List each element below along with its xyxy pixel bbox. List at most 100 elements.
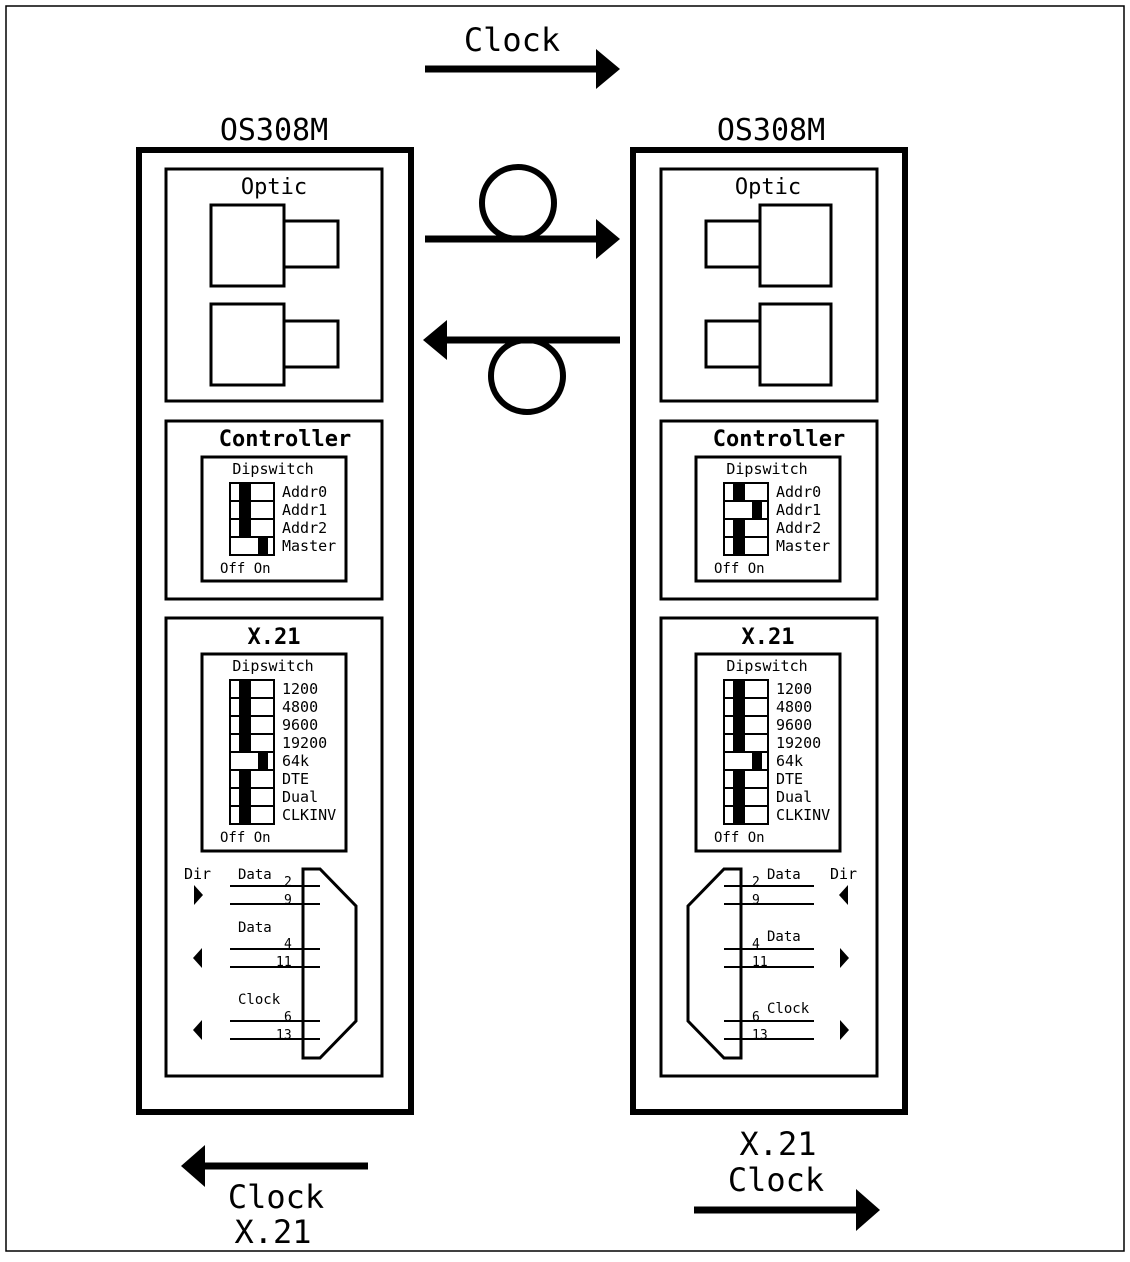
- dipswitch-label: Addr2: [282, 519, 327, 537]
- dipswitch-knob-off: [239, 788, 251, 806]
- controller-dip-title: Dipswitch: [726, 460, 807, 478]
- dipswitch-label: 9600: [282, 716, 318, 734]
- bottom-left-arrow-head: [181, 1145, 205, 1187]
- dipswitch-knob-off: [239, 519, 251, 537]
- dipswitch-label: 4800: [282, 698, 318, 716]
- optic-title: Optic: [735, 175, 801, 200]
- dipswitch-row: Master: [229, 536, 336, 556]
- dir-right-icon: [840, 1020, 849, 1040]
- unit-chassis: [136, 147, 414, 1115]
- dipswitch-label: 19200: [776, 734, 821, 752]
- dipswitch-knob-off: [239, 501, 251, 519]
- fiber-arrow-left-head: [423, 320, 447, 360]
- dipswitch-knob-off: [733, 716, 745, 734]
- dipswitch-knob-on: [752, 752, 762, 770]
- dipswitch-row: 19200: [229, 733, 327, 753]
- unit-chassis: [630, 147, 908, 1115]
- signal-name: Data: [238, 867, 272, 883]
- dir-right-icon: [840, 948, 849, 968]
- controller-dipswitch-box: [200, 455, 348, 583]
- pin-number: 2: [752, 875, 760, 890]
- bottom-left-label-2: X.21: [234, 1213, 311, 1251]
- top-clock-arrow-head: [596, 49, 620, 89]
- top-clock-label: Clock: [464, 21, 560, 59]
- controller-dip-title: Dipswitch: [232, 460, 313, 478]
- pin-number: 13: [752, 1028, 768, 1043]
- x21-dipswitch-box: [200, 652, 348, 853]
- dipswitch-label: Master: [776, 537, 830, 555]
- dipswitch-row: 64k: [723, 751, 803, 771]
- dipswitch-row: Master: [723, 536, 830, 556]
- optic-connector-icon: [704, 302, 833, 387]
- dipswitch-row: 64k: [229, 751, 309, 771]
- dipswitch-label: Addr1: [282, 501, 327, 519]
- signal-data-1: Data 2 9: [194, 867, 320, 908]
- dipswitch-knob-off: [733, 770, 745, 788]
- dipswitch-row: 19200: [723, 733, 821, 753]
- bottom-right-label-2: Clock: [728, 1161, 824, 1199]
- dipswitch-knob-off: [733, 698, 745, 716]
- signal-data-2: Data 4 11: [724, 929, 849, 970]
- pin-number: 4: [752, 937, 760, 952]
- pin-number: 9: [284, 893, 292, 908]
- pin-number: 9: [752, 893, 760, 908]
- dipswitch-label: 1200: [282, 680, 318, 698]
- x21-title: X.21: [742, 625, 795, 650]
- controller-title: Controller: [219, 427, 351, 452]
- controller-dipswitch-box: [694, 455, 842, 583]
- controller-title: Controller: [713, 427, 845, 452]
- dipswitch-row: Addr2: [229, 518, 327, 538]
- dipswitch-knob-off: [733, 483, 745, 501]
- x21-connector-shape: [301, 867, 358, 1060]
- dipswitch-knob-off: [239, 716, 251, 734]
- dipswitch-row: Addr1: [229, 500, 327, 520]
- dipswitch-row: DTE: [229, 769, 309, 789]
- dipswitch-knob-off: [733, 680, 745, 698]
- dipswitch-label: 9600: [776, 716, 812, 734]
- controller-module: [164, 419, 384, 601]
- dipswitch-row: Dual: [229, 787, 318, 807]
- fiber-link-backward: [423, 320, 620, 415]
- dir-label: Dir: [830, 865, 857, 883]
- x21-dipswitch-box: [694, 652, 842, 853]
- optic-connector-icon: [704, 203, 833, 288]
- dir-left-icon: [193, 948, 202, 968]
- fiber-loop-icon: [479, 164, 557, 242]
- optic-module: [164, 167, 384, 403]
- dipswitch-label: Addr0: [282, 483, 327, 501]
- left-unit: OS308M Optic Controller Dipswitch Addr0A…: [136, 113, 414, 1115]
- dipswitch-knob-off: [239, 806, 251, 824]
- unit-model-label: OS308M: [717, 113, 825, 148]
- dipswitch-knob-off: [239, 698, 251, 716]
- pin-number: 6: [284, 1010, 292, 1025]
- dipswitch-label: Dual: [282, 788, 318, 806]
- dipswitch-knob-on: [258, 752, 268, 770]
- dipswitch-label: CLKINV: [776, 806, 830, 824]
- signal-clock: Clock 6 13: [724, 1001, 849, 1043]
- dipswitch-label: Addr1: [776, 501, 821, 519]
- x21-dip-title: Dipswitch: [232, 657, 313, 675]
- signal-clock: Clock 6 13: [193, 992, 320, 1043]
- dipswitch-knob-off: [733, 788, 745, 806]
- unit-model-label: OS308M: [220, 113, 328, 148]
- optic-title: Optic: [241, 175, 307, 200]
- controller-off-on-label: Off On: [220, 561, 271, 577]
- dipswitch-label: Addr0: [776, 483, 821, 501]
- right-unit: OS308M Optic Controller Dipswitch Addr0A…: [630, 113, 908, 1115]
- optic-connector-icon: [209, 302, 340, 387]
- dipswitch-label: CLKINV: [282, 806, 336, 824]
- dir-left-icon: [839, 885, 848, 905]
- dipswitch-row: Addr2: [723, 518, 821, 538]
- dipswitch-label: 64k: [282, 752, 309, 770]
- dipswitch-row: 4800: [723, 697, 812, 717]
- dipswitch-knob-off: [733, 537, 745, 555]
- dipswitch-label: Dual: [776, 788, 812, 806]
- dir-label: Dir: [184, 865, 211, 883]
- optic-connector-icon: [209, 203, 340, 288]
- pin-number: 4: [284, 937, 292, 952]
